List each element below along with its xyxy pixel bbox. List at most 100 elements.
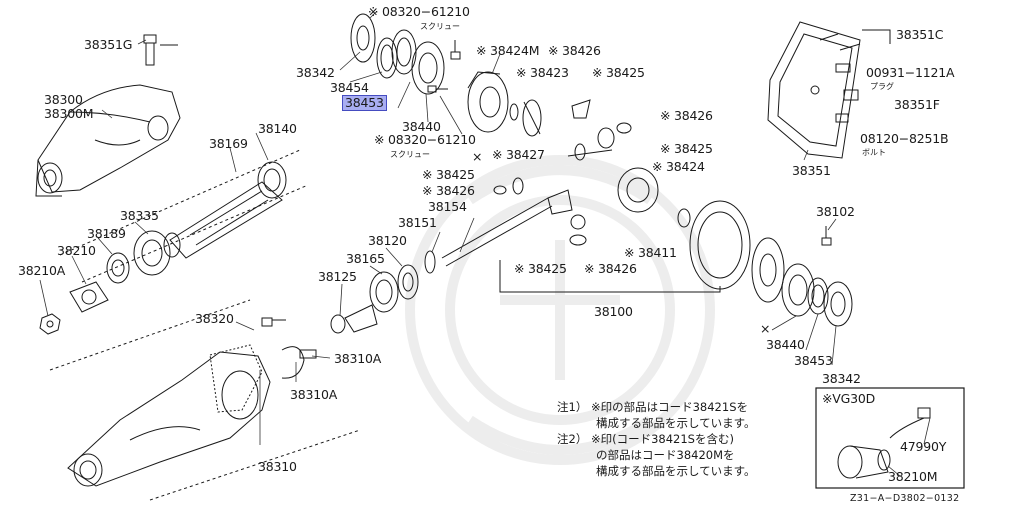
label-38151: 38151 [398, 215, 437, 230]
differential-case-38424M [467, 71, 509, 133]
label-38426-a: 38426 [562, 43, 601, 58]
label-38189: 38189 [87, 226, 126, 241]
figure-reference: Z31−A−D3802−0132 [850, 493, 960, 504]
label-38424M: 38424M [490, 43, 540, 58]
x-mark-right: × [760, 321, 771, 336]
pinion-shaft-38140 [169, 181, 283, 259]
label-38351F: 38351F [894, 97, 940, 112]
asterisk-38425-a: ※ [592, 65, 603, 80]
label-38154: 38154 [428, 199, 467, 214]
label-38335: 38335 [120, 208, 159, 223]
bracket-38310A [281, 346, 305, 379]
label-bolt: ボルト [862, 148, 886, 157]
housing-boundary-lines [49, 299, 361, 501]
label-38425-b: 38425 [674, 141, 713, 156]
washer-38426-c [493, 185, 507, 195]
label-38320: 38320 [195, 311, 234, 326]
stud-38351C [819, 29, 891, 51]
bearing-38440-bot [781, 263, 815, 317]
bearing-cone-38125 [330, 304, 378, 334]
label-38454: 38454 [330, 80, 369, 95]
label-08320-mid: 08320−61210 [388, 132, 476, 147]
washer-38424 [677, 208, 691, 228]
bearing-38335 [133, 230, 181, 276]
note2-line3: 構成する部品を示しています。 [596, 464, 756, 478]
washer-38425-d [570, 214, 586, 230]
flange-38210 [69, 281, 109, 313]
label-38425-c: 38425 [436, 167, 475, 182]
sensor-47990Y [889, 407, 931, 439]
label-38440-top: 38440 [402, 119, 441, 134]
label-38310: 38310 [258, 459, 297, 474]
label-38210A: 38210A [18, 263, 66, 278]
asterisk-38424M: ※ [476, 43, 487, 58]
washer-38426-d [569, 234, 587, 246]
label-38453-highlighted[interactable]: 38453 [342, 95, 387, 111]
nut-38210A [39, 313, 61, 335]
seal-38189 [106, 252, 130, 284]
shim-38454 [376, 37, 398, 79]
differential-case-38102 [751, 237, 785, 303]
asterisk-08320-top: ※ [368, 4, 379, 19]
label-38100: 38100 [594, 304, 633, 319]
pinion-shaft-38427 [567, 143, 613, 161]
label-38440-bot: 38440 [766, 337, 805, 352]
asterisk-38426-d: ※ [584, 261, 595, 276]
label-38210M: 38210M [888, 469, 938, 484]
label-screw-mid: スクリュー [390, 150, 430, 159]
bolt-38102 [821, 226, 832, 246]
label-38165: 38165 [346, 251, 385, 266]
note2-line1: 注2） ※印(コード38421Sを含む) [557, 432, 734, 446]
leader-lines [39, 11, 931, 477]
asterisk-38411: ※ [624, 245, 635, 260]
inset-title: ※VG30D [822, 391, 876, 406]
label-38426-c: 38426 [436, 183, 475, 198]
label-38210: 38210 [57, 243, 96, 258]
label-38140: 38140 [258, 121, 297, 136]
axle-housing-38310 [67, 351, 271, 487]
bolts-38310A [261, 317, 317, 359]
label-screw-top: スクリュー [420, 22, 460, 31]
cover-gasket-38320 [209, 344, 263, 413]
screw-08320-mid [427, 85, 448, 93]
companion-flange-38210M [837, 445, 891, 479]
label-plug: プラグ [870, 82, 894, 91]
note1-line1: 注1） ※印の部品はコード38421Sを [557, 400, 748, 414]
washer-38426-b [616, 122, 632, 134]
asterisk-38426-b: ※ [660, 108, 671, 123]
asterisk-38425-c: ※ [422, 167, 433, 182]
bolt-38351G [143, 34, 178, 66]
asterisk-38426-a: ※ [548, 43, 559, 58]
side-gear-38423 [522, 99, 542, 137]
shaft-boundary-lines [59, 149, 309, 283]
rear-cover-38351 [767, 21, 861, 159]
label-38120: 38120 [368, 233, 407, 248]
label-38342-top: 38342 [296, 65, 335, 80]
watermark-logo [405, 155, 715, 465]
asterisk-38425-d: ※ [514, 261, 525, 276]
label-38423: 38423 [530, 65, 569, 80]
washer-38426-a [509, 103, 519, 121]
bolt-08120 [835, 113, 849, 123]
label-08320-top: 08320−61210 [382, 4, 470, 19]
asterisk-38423: ※ [516, 65, 527, 80]
bearing-38169 [257, 161, 287, 199]
label-47990Y: 47990Y [900, 439, 947, 454]
label-38351: 38351 [792, 163, 831, 178]
seal-38453-top [391, 29, 417, 75]
asterisk-38424: ※ [652, 159, 663, 174]
x-mark-center: × [472, 149, 483, 164]
asterisk-38427: ※ [492, 147, 503, 162]
label-38169: 38169 [209, 136, 248, 151]
gear-38425-b [597, 127, 615, 149]
bracket-38100 [499, 260, 721, 293]
bolt-38351F [843, 89, 859, 101]
label-08120: 08120−8251B [860, 131, 949, 146]
label-38351C: 38351C [896, 27, 944, 42]
asterisk-08320-mid: ※ [374, 132, 385, 147]
label-38425-d: 38425 [528, 261, 567, 276]
ring-gear-38411 [617, 167, 659, 213]
label-38425-a: 38425 [606, 65, 645, 80]
label-38424: 38424 [666, 159, 705, 174]
bearing-38342-top [350, 13, 376, 63]
